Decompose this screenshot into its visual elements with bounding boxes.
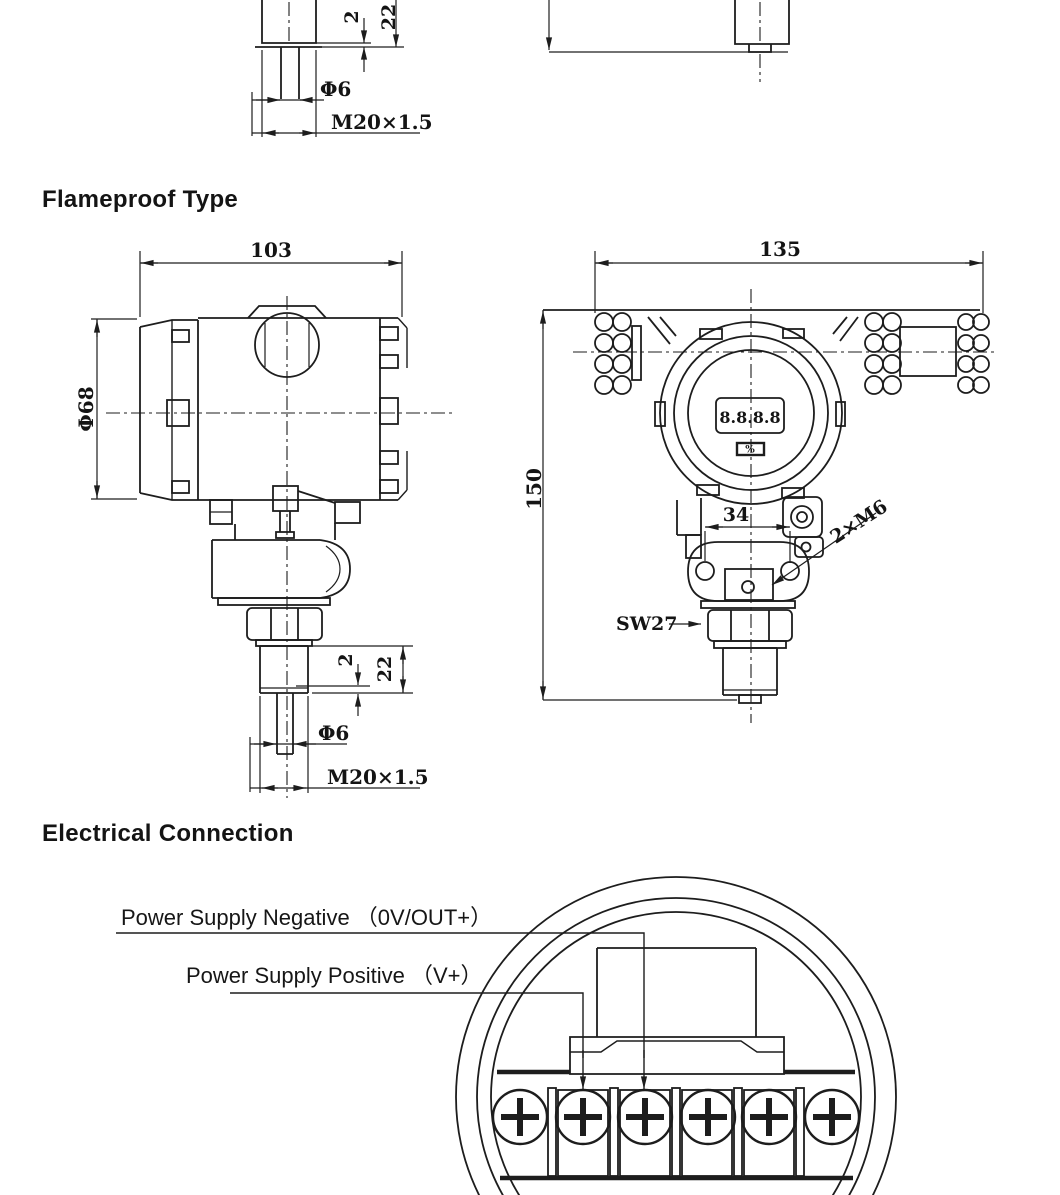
electrical-connection-heading: Electrical Connection xyxy=(42,820,294,847)
front-dim-height: 150 xyxy=(522,468,546,510)
label-power-supply-positive: Power Supply Positive （V+） xyxy=(186,963,483,988)
side-dim-body-dia: Φ68 xyxy=(74,386,98,431)
front-dim-width: 135 xyxy=(759,237,801,261)
flameproof-side-view: 103 Φ68 xyxy=(74,238,455,798)
side-dim-2: 2 xyxy=(335,653,357,666)
side-dim-22: 22 xyxy=(374,656,396,682)
lcd-unit-label: % xyxy=(745,445,755,456)
flameproof-front-view: 135 150 xyxy=(522,237,996,723)
side-dim-width: 103 xyxy=(250,238,292,262)
frag-dim-phi6: Φ6 xyxy=(320,77,351,101)
flameproof-type-heading: Flameproof Type xyxy=(42,186,239,213)
side-dim-thread: M20×1.5 xyxy=(327,765,429,789)
frag-dim-22: 22 xyxy=(378,4,400,30)
frag-dim-thread: M20×1.5 xyxy=(331,110,433,134)
left-cable-gland xyxy=(594,312,677,395)
electrical-connection-diagram: Power Supply Negative （0V/OUT+） Power Su… xyxy=(116,876,897,1195)
lcd-display xyxy=(715,397,785,434)
terminal-cells xyxy=(557,1089,795,1177)
ordinary-type-bottom-fragment: 2 22 Φ6 M20×1.5 xyxy=(251,0,790,137)
terminal-screws xyxy=(491,1088,861,1146)
front-dim-hole-span: 34 xyxy=(723,504,749,526)
side-dim-phi6: Φ6 xyxy=(318,721,349,745)
front-label-wrench: SW27 xyxy=(616,613,678,635)
lcd-display-value: 8.8.8.8 xyxy=(719,408,780,427)
bezel-tabs xyxy=(654,328,846,499)
label-power-supply-negative: Power Supply Negative （0V/OUT+） xyxy=(121,905,492,930)
frag-dim-2: 2 xyxy=(341,10,363,23)
ground-lug xyxy=(782,496,824,558)
right-cable-gland xyxy=(832,312,990,395)
terminal-dividers xyxy=(547,1087,805,1177)
front-label-holes: 2×M6 xyxy=(826,496,891,549)
